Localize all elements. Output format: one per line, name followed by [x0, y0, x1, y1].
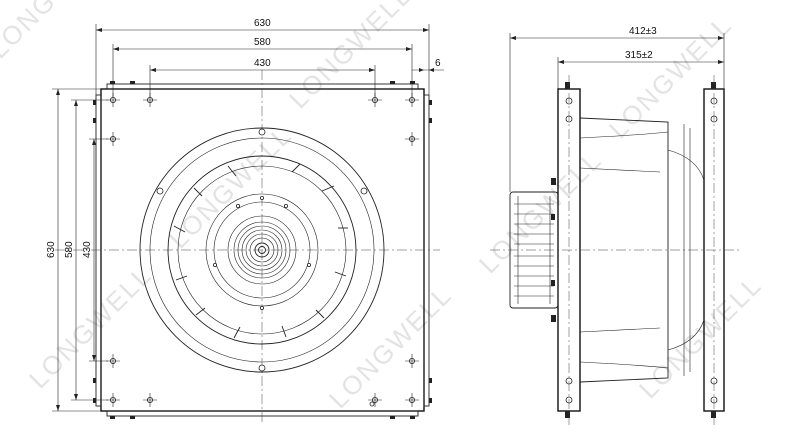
dim-width-630: 630 — [254, 18, 271, 29]
inlet-ring-holes — [156, 128, 368, 372]
watermark: LONGWELL — [323, 280, 458, 415]
side-dimensions: 412±3 315±2 — [509, 26, 725, 192]
dim-height-580: 580 — [64, 241, 75, 258]
front-flange-bottom — [106, 410, 419, 417]
impeller-shroud — [167, 155, 357, 345]
side-impeller-blade-bottom — [667, 319, 705, 351]
front-view: 630 580 430 6 630 580 — [46, 18, 444, 425]
watermark: LONGWELL — [633, 270, 768, 405]
watermark: LONGWELL — [603, 10, 738, 145]
side-impeller-inner-top — [579, 167, 661, 173]
front-flange-top — [106, 83, 419, 90]
impeller-blades — [173, 163, 348, 339]
dim-height-630: 630 — [46, 241, 57, 258]
motor-ring-7 — [249, 237, 275, 263]
dim-width-580: 580 — [254, 37, 271, 48]
inlet-ring-2 — [149, 137, 375, 363]
dim-depth-315: 315±2 — [625, 50, 653, 61]
front-mounting-holes — [106, 93, 419, 407]
dim-height-430: 430 — [82, 241, 93, 258]
motor-ring-1 — [213, 201, 311, 299]
front-dimensions-vertical: 630 580 430 — [46, 88, 108, 412]
dim-depth-412: 412±3 — [629, 26, 657, 37]
inlet-outer-ring — [139, 127, 385, 373]
side-view: 412±3 315±2 — [490, 26, 740, 425]
watermark: LONGWELL — [0, 0, 118, 64]
watermark: LONGWELL — [473, 145, 608, 280]
motor-ring-4 — [237, 225, 287, 275]
impeller-inner — [177, 165, 347, 335]
motor-ring-3 — [233, 221, 291, 279]
watermark: LONGWELL — [23, 260, 158, 395]
side-tabs — [565, 82, 716, 418]
watermark: LONGWELL — [163, 120, 298, 255]
side-motor-mount-top — [551, 178, 556, 185]
hub-holes — [212, 195, 311, 310]
side-motor-mount-bottom — [551, 315, 556, 322]
side-impeller-outline — [579, 117, 669, 383]
watermark: LONGWELL — [283, 0, 418, 114]
side-impeller-curve-top — [579, 131, 669, 139]
dim-width-430: 430 — [254, 58, 271, 69]
front-flange-right — [423, 94, 430, 407]
side-impeller-blade-top — [667, 149, 705, 181]
motor-ring-5 — [241, 229, 283, 271]
side-impeller-curve-bottom — [579, 361, 669, 369]
side-impeller-inner-bottom — [579, 327, 661, 333]
shaft-ring — [254, 242, 270, 258]
front-dimensions-horizontal: 630 580 430 6 — [95, 18, 444, 97]
shaft — [258, 246, 266, 254]
front-flange-left — [95, 94, 102, 407]
motor-ring-2 — [227, 215, 297, 285]
dim-flange-6: 6 — [435, 58, 441, 69]
motor-ring-6 — [245, 233, 279, 267]
front-tabs — [93, 81, 432, 419]
